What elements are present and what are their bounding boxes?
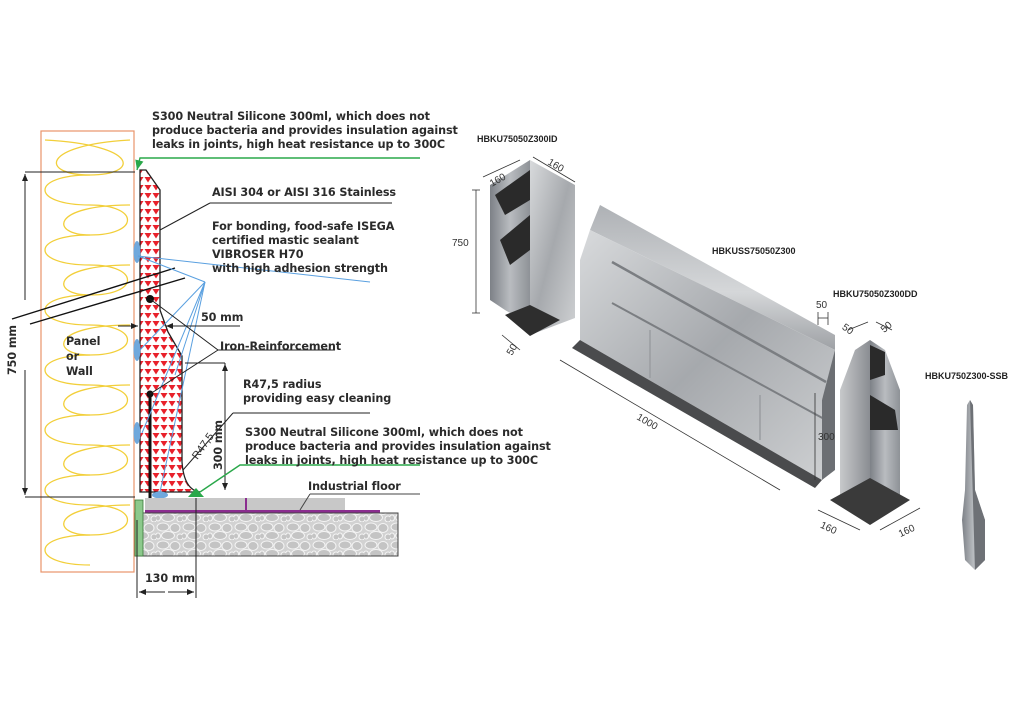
cross-section-drawing [11,130,420,598]
callout-industrial-floor: Industrial floor [308,480,401,493]
dimension-base-width: 130 mm [145,572,195,585]
skirting-profile [139,169,201,493]
callout-silicone-bottom: S300 Neutral Silicone 300ml, which does … [245,426,551,467]
dim-straight-height: 300 [818,432,835,443]
product-code-inside-corner: HBKU75050Z300ID [477,134,558,144]
product-code-outside-corner: HBKU75050Z300DD [833,289,918,299]
dimension-skirting-height: 300 mm [212,420,225,470]
dimension-gap: 50 mm [201,311,244,324]
callout-sealant: For bonding, food-safe ISEGA certified m… [212,220,395,275]
callout-silicone-top: S300 Neutral Silicone 300ml, which does … [152,110,458,151]
dim-inside-corner-height: 750 [452,238,469,249]
dimension-height: 750 mm [6,325,19,375]
callout-stainless: AISI 304 or AISI 316 Stainless [212,186,396,199]
product-code-ssb: HBKU750Z300-SSB [925,371,1009,381]
product-straight-skirting [559,205,835,491]
dim-straight-top: 50 [816,300,828,311]
panel-wall [40,130,135,573]
product-outside-corner [817,321,921,531]
label-panel-or-wall: Panel or Wall [66,335,101,378]
product-inside-corner [472,156,576,351]
callout-iron-reinforcement: Iron-Reinforcement [220,340,342,353]
product-code-straight: HBKUSS75050Z300 [712,246,796,256]
product-ssb [962,400,985,570]
callout-radius: R47,5 radius providing easy cleaning [243,378,392,405]
